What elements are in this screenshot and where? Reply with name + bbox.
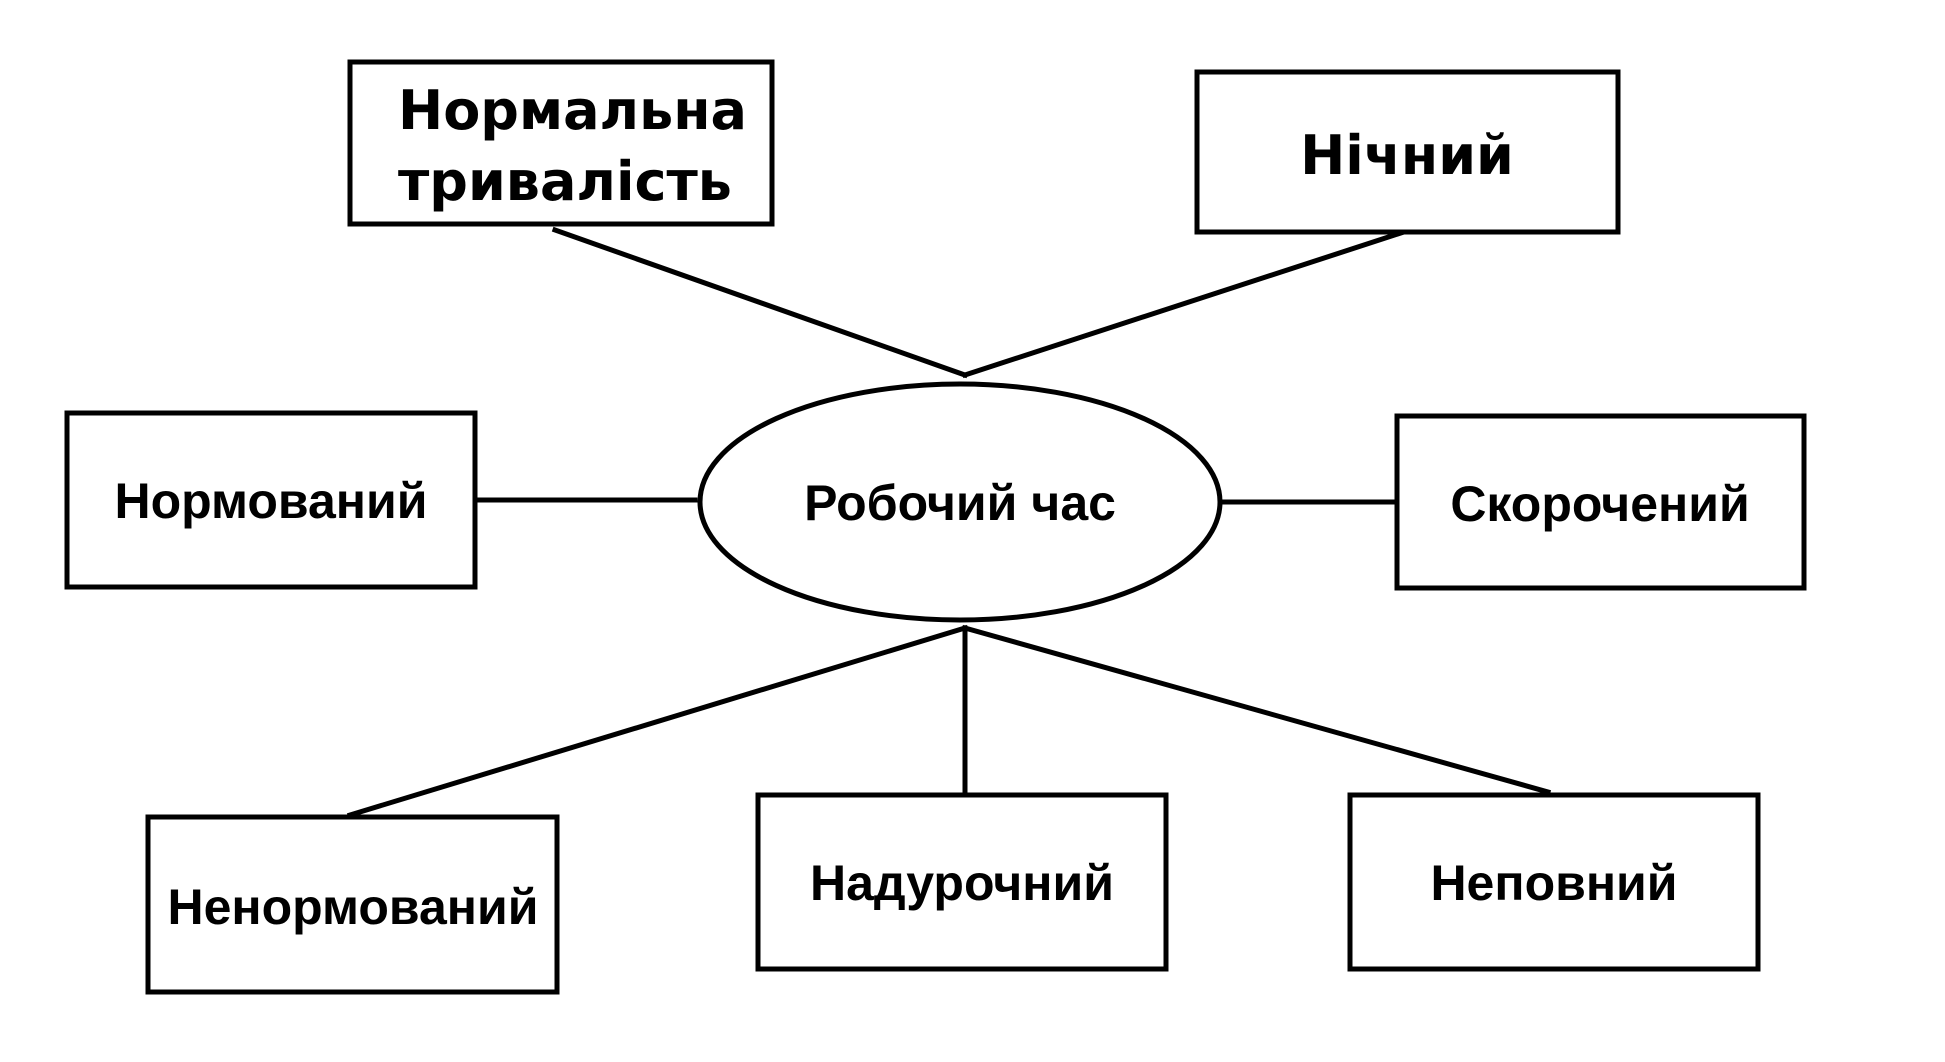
node-irregular-frame xyxy=(145,814,560,995)
node-overtime: Надурочний xyxy=(755,792,1169,972)
node-night: Нічний xyxy=(1194,69,1621,235)
node-normal-duration-frame xyxy=(347,59,775,227)
center-label: Робочий час xyxy=(804,475,1116,531)
node-normalized-frame xyxy=(64,410,478,590)
node-reduced: Скорочений xyxy=(1394,413,1807,591)
connector-night xyxy=(961,226,1414,379)
node-overtime-label: Надурочний xyxy=(810,855,1114,911)
node-normal-duration-label-line2: тривалість xyxy=(398,150,732,213)
node-normal-duration: Нормальна тривалість xyxy=(347,59,775,227)
node-normal-duration-label-line1: Нормальна xyxy=(398,79,747,142)
node-part-time-label: Неповний xyxy=(1430,855,1677,911)
connectors xyxy=(346,226,1552,819)
node-irregular-label: Ненормований xyxy=(168,879,539,935)
connector-normal-duration xyxy=(551,226,969,379)
node-night-label: Нічний xyxy=(1300,124,1514,187)
center-ellipse xyxy=(697,381,1223,623)
node-reduced-frame xyxy=(1394,413,1807,591)
node-normalized: Нормований xyxy=(64,410,478,590)
node-reduced-label: Скорочений xyxy=(1450,476,1749,532)
node-overtime-frame xyxy=(755,792,1169,972)
node-part-time: Неповний xyxy=(1347,792,1761,972)
connector-part-time xyxy=(961,624,1552,796)
node-night-frame xyxy=(1194,69,1621,235)
connector-irregular xyxy=(346,624,969,819)
node-part-time-frame xyxy=(1347,792,1761,972)
node-normalized-label: Нормований xyxy=(115,473,428,529)
center-node: Робочий час xyxy=(697,381,1223,623)
node-irregular: Ненормований xyxy=(145,814,560,995)
